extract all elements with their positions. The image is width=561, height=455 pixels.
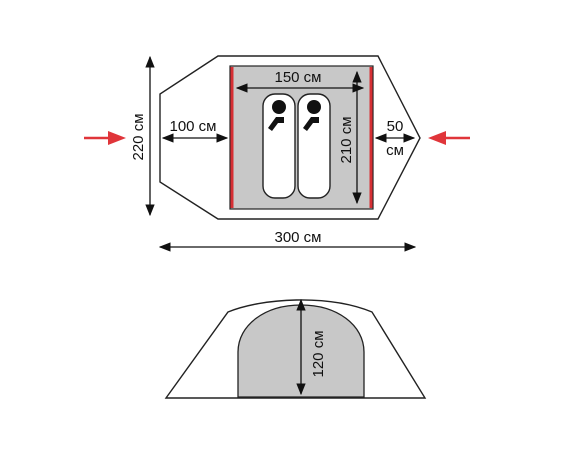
rear-entrance-arrow [428,131,470,145]
side-view: 120 см [164,298,427,399]
inner-length-label: 210 см [338,116,355,163]
height-label: 120 см [310,330,327,377]
front-entrance-arrow [84,131,126,145]
sleeping-bag-left [262,93,296,199]
inner-width-label: 150 см [274,69,321,86]
front-vestibule-label: 100 см [169,118,216,135]
total-depth-label: 220 см [130,113,147,160]
rear-vestibule-value: 50 [387,118,404,135]
rear-vestibule-unit: см [386,142,404,159]
top-view: 150 см 210 см 100 см 50 см 220 см 300 см [84,55,470,252]
total-width-label: 300 см [274,229,321,246]
sleeping-bag-right [297,93,331,199]
